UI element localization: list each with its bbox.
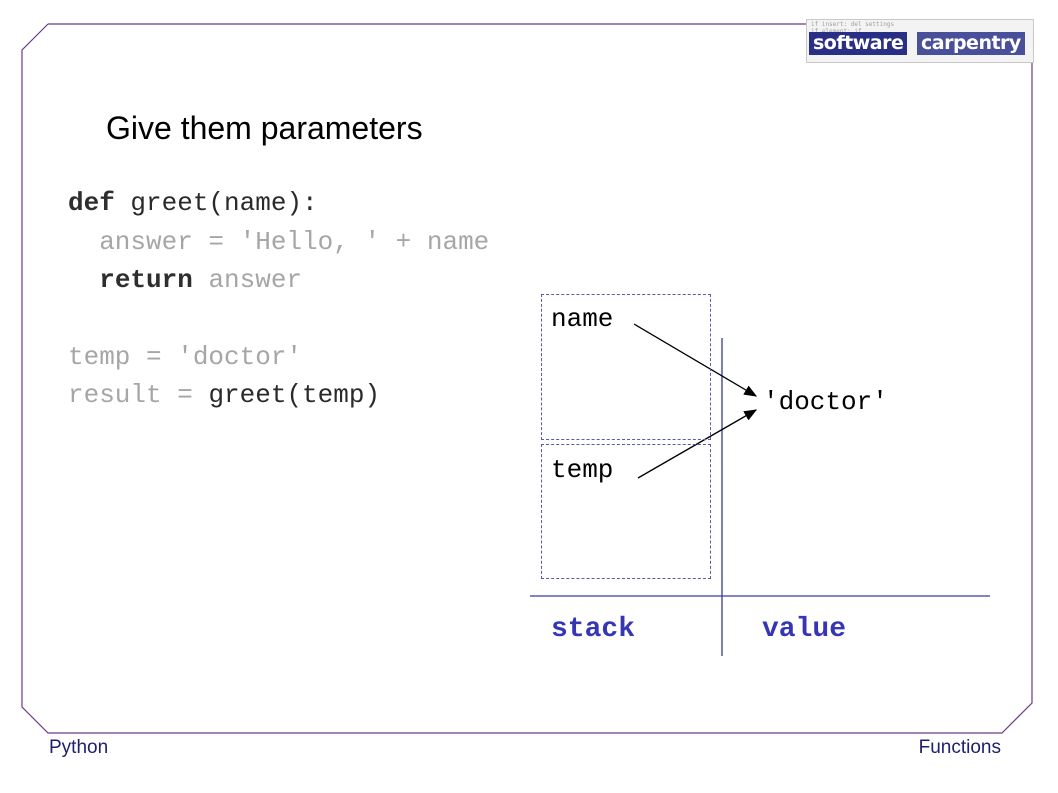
global-stack-frame — [541, 444, 711, 579]
software-carpentry-logo: if insert: del settings if element: if t… — [806, 19, 1034, 63]
code-line-2: answer = 'Hello, ' + name — [68, 227, 490, 257]
keyword-def: def — [68, 188, 115, 218]
code-line-1-rest: greet(name): — [114, 188, 318, 218]
code-line-5: temp = 'doctor' — [68, 342, 303, 372]
greet-stack-frame — [541, 294, 711, 440]
slide-border — [21, 23, 1033, 734]
value-doctor: 'doctor' — [763, 387, 888, 417]
frame-var-temp: temp — [551, 455, 614, 485]
code-line-6-call: greet(temp) — [208, 380, 381, 410]
code-line-3-rest: answer — [192, 265, 303, 295]
code-line-3: return answer — [68, 265, 302, 295]
code-line-6: result = greet(temp) — [68, 380, 380, 410]
stack-label: stack — [551, 614, 636, 645]
name-arrow — [633, 323, 758, 397]
footer-left: Python — [49, 737, 109, 758]
code-line-1: def greet(name): — [68, 188, 318, 218]
footer-right: Functions — [918, 737, 1001, 758]
slide-title: Give them parameters — [106, 110, 423, 146]
logo-word-carpentry: carpentry — [917, 32, 1025, 55]
logo-word-software: software — [809, 32, 908, 55]
keyword-return: return — [99, 265, 193, 295]
value-label: value — [762, 614, 847, 645]
frame-var-name: name — [551, 304, 614, 334]
code-line-6-pre: result = — [68, 380, 209, 410]
